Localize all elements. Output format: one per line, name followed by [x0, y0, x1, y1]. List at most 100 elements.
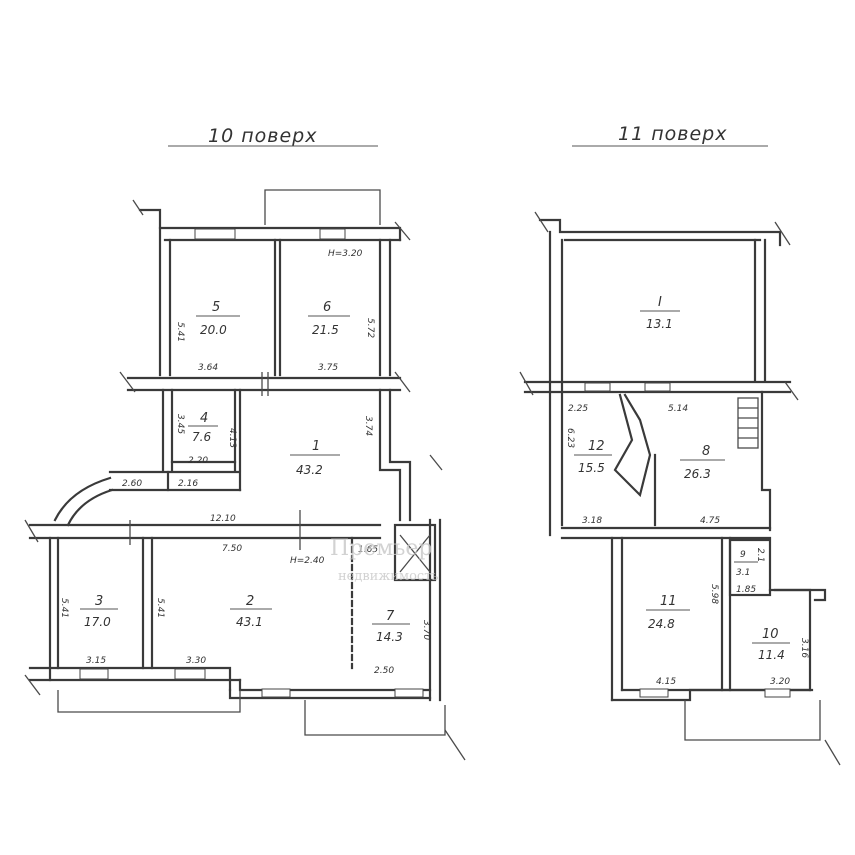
- room-7-area: 14.3: [376, 630, 403, 644]
- room-1-area: 43.2: [296, 463, 323, 477]
- break-mid-right: [394, 371, 411, 393]
- room-6-area: 21.5: [312, 323, 339, 337]
- window-room7: [394, 688, 424, 698]
- wall-curve-inner: [66, 488, 114, 527]
- wall-top-outer: [138, 208, 402, 242]
- elevator-cross-2: [399, 534, 431, 573]
- room-5-area: 20.0: [200, 323, 227, 337]
- room-12-number: 12: [588, 439, 605, 454]
- wall-11-balcony-mark: [773, 588, 827, 602]
- wall-11-8-right: [760, 390, 772, 532]
- room-1-label: 1 43.2: [290, 439, 340, 477]
- dim-room7-width: 2.50: [374, 666, 394, 676]
- break-11-mid-left: [519, 371, 534, 396]
- dimension-labels: 5.41 3.64 H=3.20 5.72 3.75 3.45 4.13 2.2…: [59, 249, 809, 687]
- room-labels: 5 20.0 6 21.5 4 7.6 1 43.2 3 17.0 2 43.1: [80, 295, 790, 662]
- room-2-number: 2: [246, 594, 254, 609]
- dim-room8-top: 5.14: [668, 404, 688, 414]
- dim-room2-length: 7.50: [222, 544, 242, 554]
- balcony-bottom-left: [57, 690, 241, 713]
- room-6-label: 6 21.5: [308, 300, 350, 337]
- dim-closet-1: 2.60: [122, 479, 142, 489]
- dim-room8-bottom: 4.75: [700, 516, 720, 526]
- dim-room5-height: 5.41: [175, 322, 185, 342]
- window-room3: [79, 668, 109, 680]
- balcony-bottom-right: [304, 700, 446, 736]
- window-room2: [174, 668, 206, 680]
- break-right: [429, 454, 443, 471]
- break-11-top-right: [774, 221, 791, 246]
- window-11-room11: [639, 688, 669, 698]
- room-8-label: 8 26.3: [680, 444, 725, 481]
- room-12-label: 12 15.5: [574, 439, 612, 475]
- dim-room4-width: 2.20: [188, 456, 208, 466]
- room-2-label: 2 43.1: [230, 594, 272, 629]
- dim-room7-height: 3.70: [421, 620, 431, 640]
- room-7-number: 7: [386, 609, 395, 624]
- dim-corridor-length: 12.10: [210, 514, 236, 524]
- watermark-line-1: Премьер: [330, 536, 432, 561]
- wall-bottom-right-outer2: [228, 688, 432, 700]
- balcony-top: [264, 189, 381, 225]
- dim-room3-height: 5.41: [59, 598, 69, 618]
- dim-room4-side: 4.13: [227, 428, 237, 448]
- room-3-label: 3 17.0: [80, 594, 118, 629]
- dim-room4-height: 3.45: [175, 414, 185, 434]
- window-room5: [194, 228, 236, 240]
- window-11-room10: [764, 688, 791, 698]
- dim-room12-height: 6.23: [565, 428, 575, 448]
- elevator-shaft: [393, 523, 437, 582]
- room-2-area: 43.1: [236, 615, 263, 629]
- dim-room3-width: 3.15: [86, 656, 106, 666]
- room-8-number: 8: [702, 444, 710, 459]
- break-11-top-left: [534, 211, 549, 233]
- dim-room12-bottom: 3.18: [582, 516, 602, 526]
- wall-room1-right-inner: [378, 388, 402, 522]
- room-9-number: 9: [740, 550, 746, 560]
- dim-room12-top: 2.25: [568, 404, 588, 414]
- dim-room11-width: 4.15: [656, 677, 676, 687]
- dim-room2-width: 3.30: [186, 656, 206, 666]
- window-11-room12: [584, 382, 611, 392]
- dim-room10-height: 3.16: [799, 638, 809, 658]
- dim-closet-2: 2.16: [178, 479, 198, 489]
- window-11-room8: [644, 382, 671, 392]
- room-4-area: 7.6: [192, 430, 211, 444]
- room-12-area: 15.5: [578, 461, 605, 475]
- dim-room2-height: 5.41: [155, 598, 165, 618]
- dim-ceiling-2: H=2.40: [290, 556, 325, 566]
- floor-11-title-text: 11 поверх: [618, 123, 727, 145]
- floor-10-title-text: 10 поверх: [208, 125, 317, 147]
- room-4-number: 4: [200, 411, 208, 426]
- break-bottom-left: [24, 674, 41, 696]
- wall-11-top-outer: [538, 218, 782, 247]
- room-I-area: 13.1: [646, 317, 673, 331]
- dim-ceiling-10: H=3.20: [328, 249, 363, 259]
- wall-room1-right-outer: [388, 388, 412, 522]
- room-11-area: 24.8: [648, 617, 675, 631]
- room-4-label: 4 7.6: [188, 411, 218, 444]
- wall-closets-top: [108, 470, 242, 492]
- break-top-left: [132, 199, 144, 216]
- room-10-label: 10 11.4: [752, 627, 790, 662]
- room-I-label: I 13.1: [640, 295, 680, 331]
- room-9-area: 3.1: [736, 568, 750, 578]
- wall-11-room9: [728, 538, 772, 597]
- dim-room10-width: 3.20: [770, 677, 790, 687]
- dim-room9-width: 1.85: [736, 585, 756, 595]
- floor-10-title: 10 поверх: [168, 125, 378, 147]
- room-10-number: 10: [762, 627, 779, 642]
- dim-room9-side: 2.1: [755, 548, 765, 562]
- room-5-label: 5 20.0: [196, 300, 240, 337]
- room-7-label: 7 14.3: [372, 609, 410, 644]
- dim-room6-width: 3.75: [318, 363, 338, 373]
- dim-room1-height: 3.74: [363, 416, 373, 436]
- break-11-bottom-right: [824, 739, 841, 766]
- room-I-number: I: [658, 295, 662, 310]
- window-room2-b: [261, 688, 291, 698]
- room-3-area: 17.0: [84, 615, 111, 629]
- wall-curve-outer: [53, 476, 112, 522]
- break-low-left: [24, 519, 39, 543]
- wall-bottom-inner: [28, 666, 232, 692]
- floor-10-walls: [24, 189, 466, 761]
